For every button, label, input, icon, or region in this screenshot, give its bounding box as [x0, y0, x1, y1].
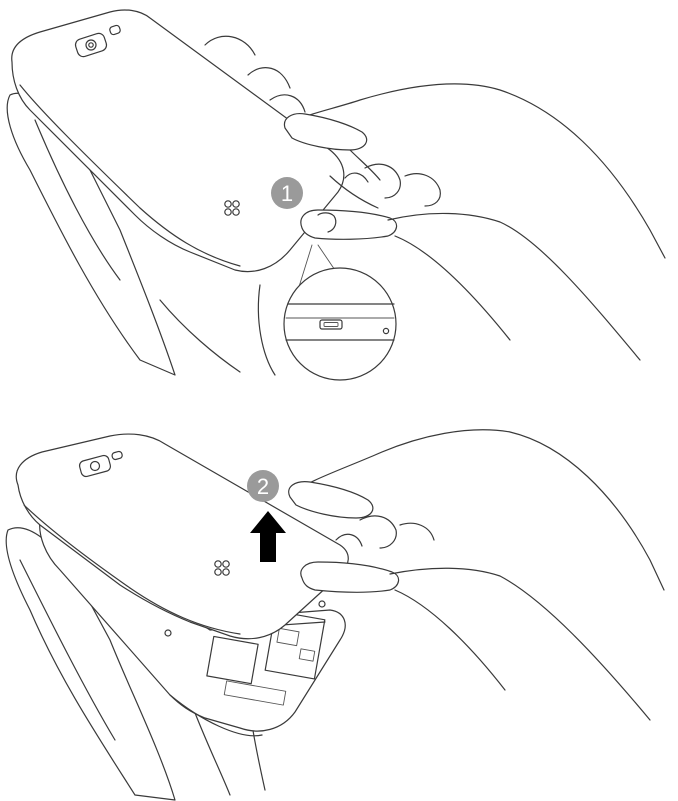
- step-2-panel: 2: [6, 430, 664, 800]
- step-2-badge: 2: [247, 470, 279, 502]
- right-hand-icon: [289, 430, 664, 720]
- step-1-badge: 1: [271, 177, 303, 209]
- step-2-number: 2: [257, 474, 269, 499]
- step-1-number: 1: [281, 181, 293, 206]
- step-1-panel: 1: [7, 10, 665, 380]
- magnifier-callout-icon: [284, 245, 396, 380]
